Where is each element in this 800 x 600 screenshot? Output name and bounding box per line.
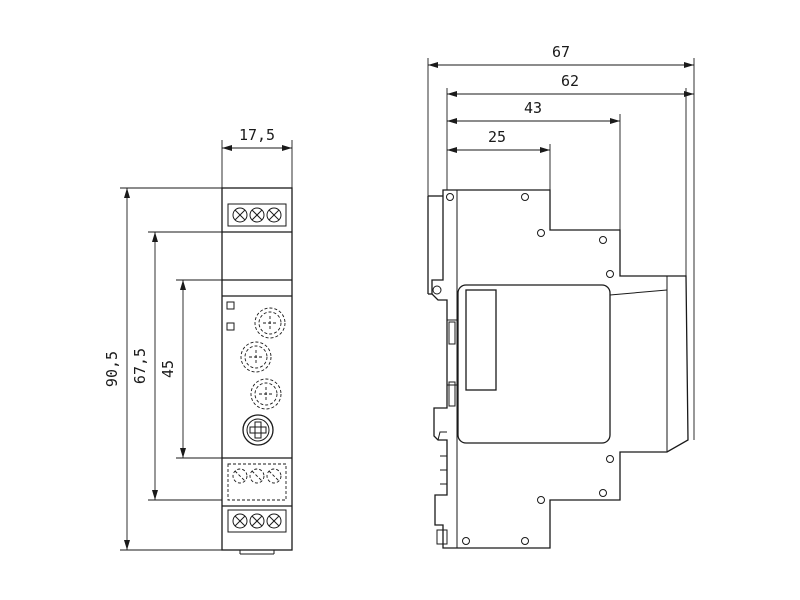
side-dimensions: 67 62 43 25 bbox=[427, 43, 695, 440]
led-indicator bbox=[226, 322, 235, 331]
front-view-outline bbox=[221, 187, 293, 551]
mount-hole-icon bbox=[462, 537, 470, 545]
potentiometer-icon bbox=[250, 378, 282, 410]
mount-hole-icon bbox=[537, 229, 545, 237]
terminal-screw-icon bbox=[249, 513, 265, 529]
dimension-width: 17,5 bbox=[239, 126, 275, 144]
front-view bbox=[221, 187, 293, 555]
side-view bbox=[427, 189, 689, 549]
mount-hole-icon bbox=[521, 537, 529, 545]
mount-hole-icon bbox=[606, 270, 614, 278]
dimension-depth-62: 62 bbox=[561, 72, 579, 90]
terminal-screw-icon bbox=[232, 513, 248, 529]
dimension-depth-25: 25 bbox=[488, 128, 506, 146]
dimension-height-inner: 45 bbox=[159, 360, 177, 378]
front-cover bbox=[457, 284, 611, 444]
dimension-height-mid: 67,5 bbox=[131, 348, 149, 384]
dimension-height-total: 90,5 bbox=[103, 351, 121, 387]
label-window bbox=[465, 289, 497, 391]
potentiometer-icon bbox=[254, 307, 286, 339]
mount-hole-icon bbox=[446, 193, 454, 201]
side-view-outline bbox=[431, 189, 689, 549]
adjust-knob-icon bbox=[242, 414, 274, 446]
bottom-terminal-block bbox=[227, 509, 287, 533]
mount-hole-icon bbox=[432, 285, 442, 295]
led-indicator bbox=[226, 301, 235, 310]
hidden-terminal-block bbox=[227, 463, 287, 501]
terminal-screw-icon bbox=[266, 513, 282, 529]
mount-hole-icon bbox=[606, 455, 614, 463]
front-dimensions: 17,5 90,5 67,5 45 bbox=[103, 126, 293, 551]
dimension-depth-67: 67 bbox=[552, 43, 570, 61]
mount-hole-icon bbox=[521, 193, 529, 201]
terminal-screw-icon bbox=[266, 207, 282, 223]
mount-hole-icon bbox=[599, 236, 607, 244]
potentiometer-icon bbox=[240, 341, 272, 373]
top-terminal-block bbox=[227, 203, 287, 227]
terminal-screw-icon bbox=[232, 207, 248, 223]
mount-hole-icon bbox=[537, 496, 545, 504]
mount-hole-icon bbox=[599, 489, 607, 497]
terminal-screw-icon bbox=[249, 207, 265, 223]
dimension-depth-43: 43 bbox=[524, 99, 542, 117]
